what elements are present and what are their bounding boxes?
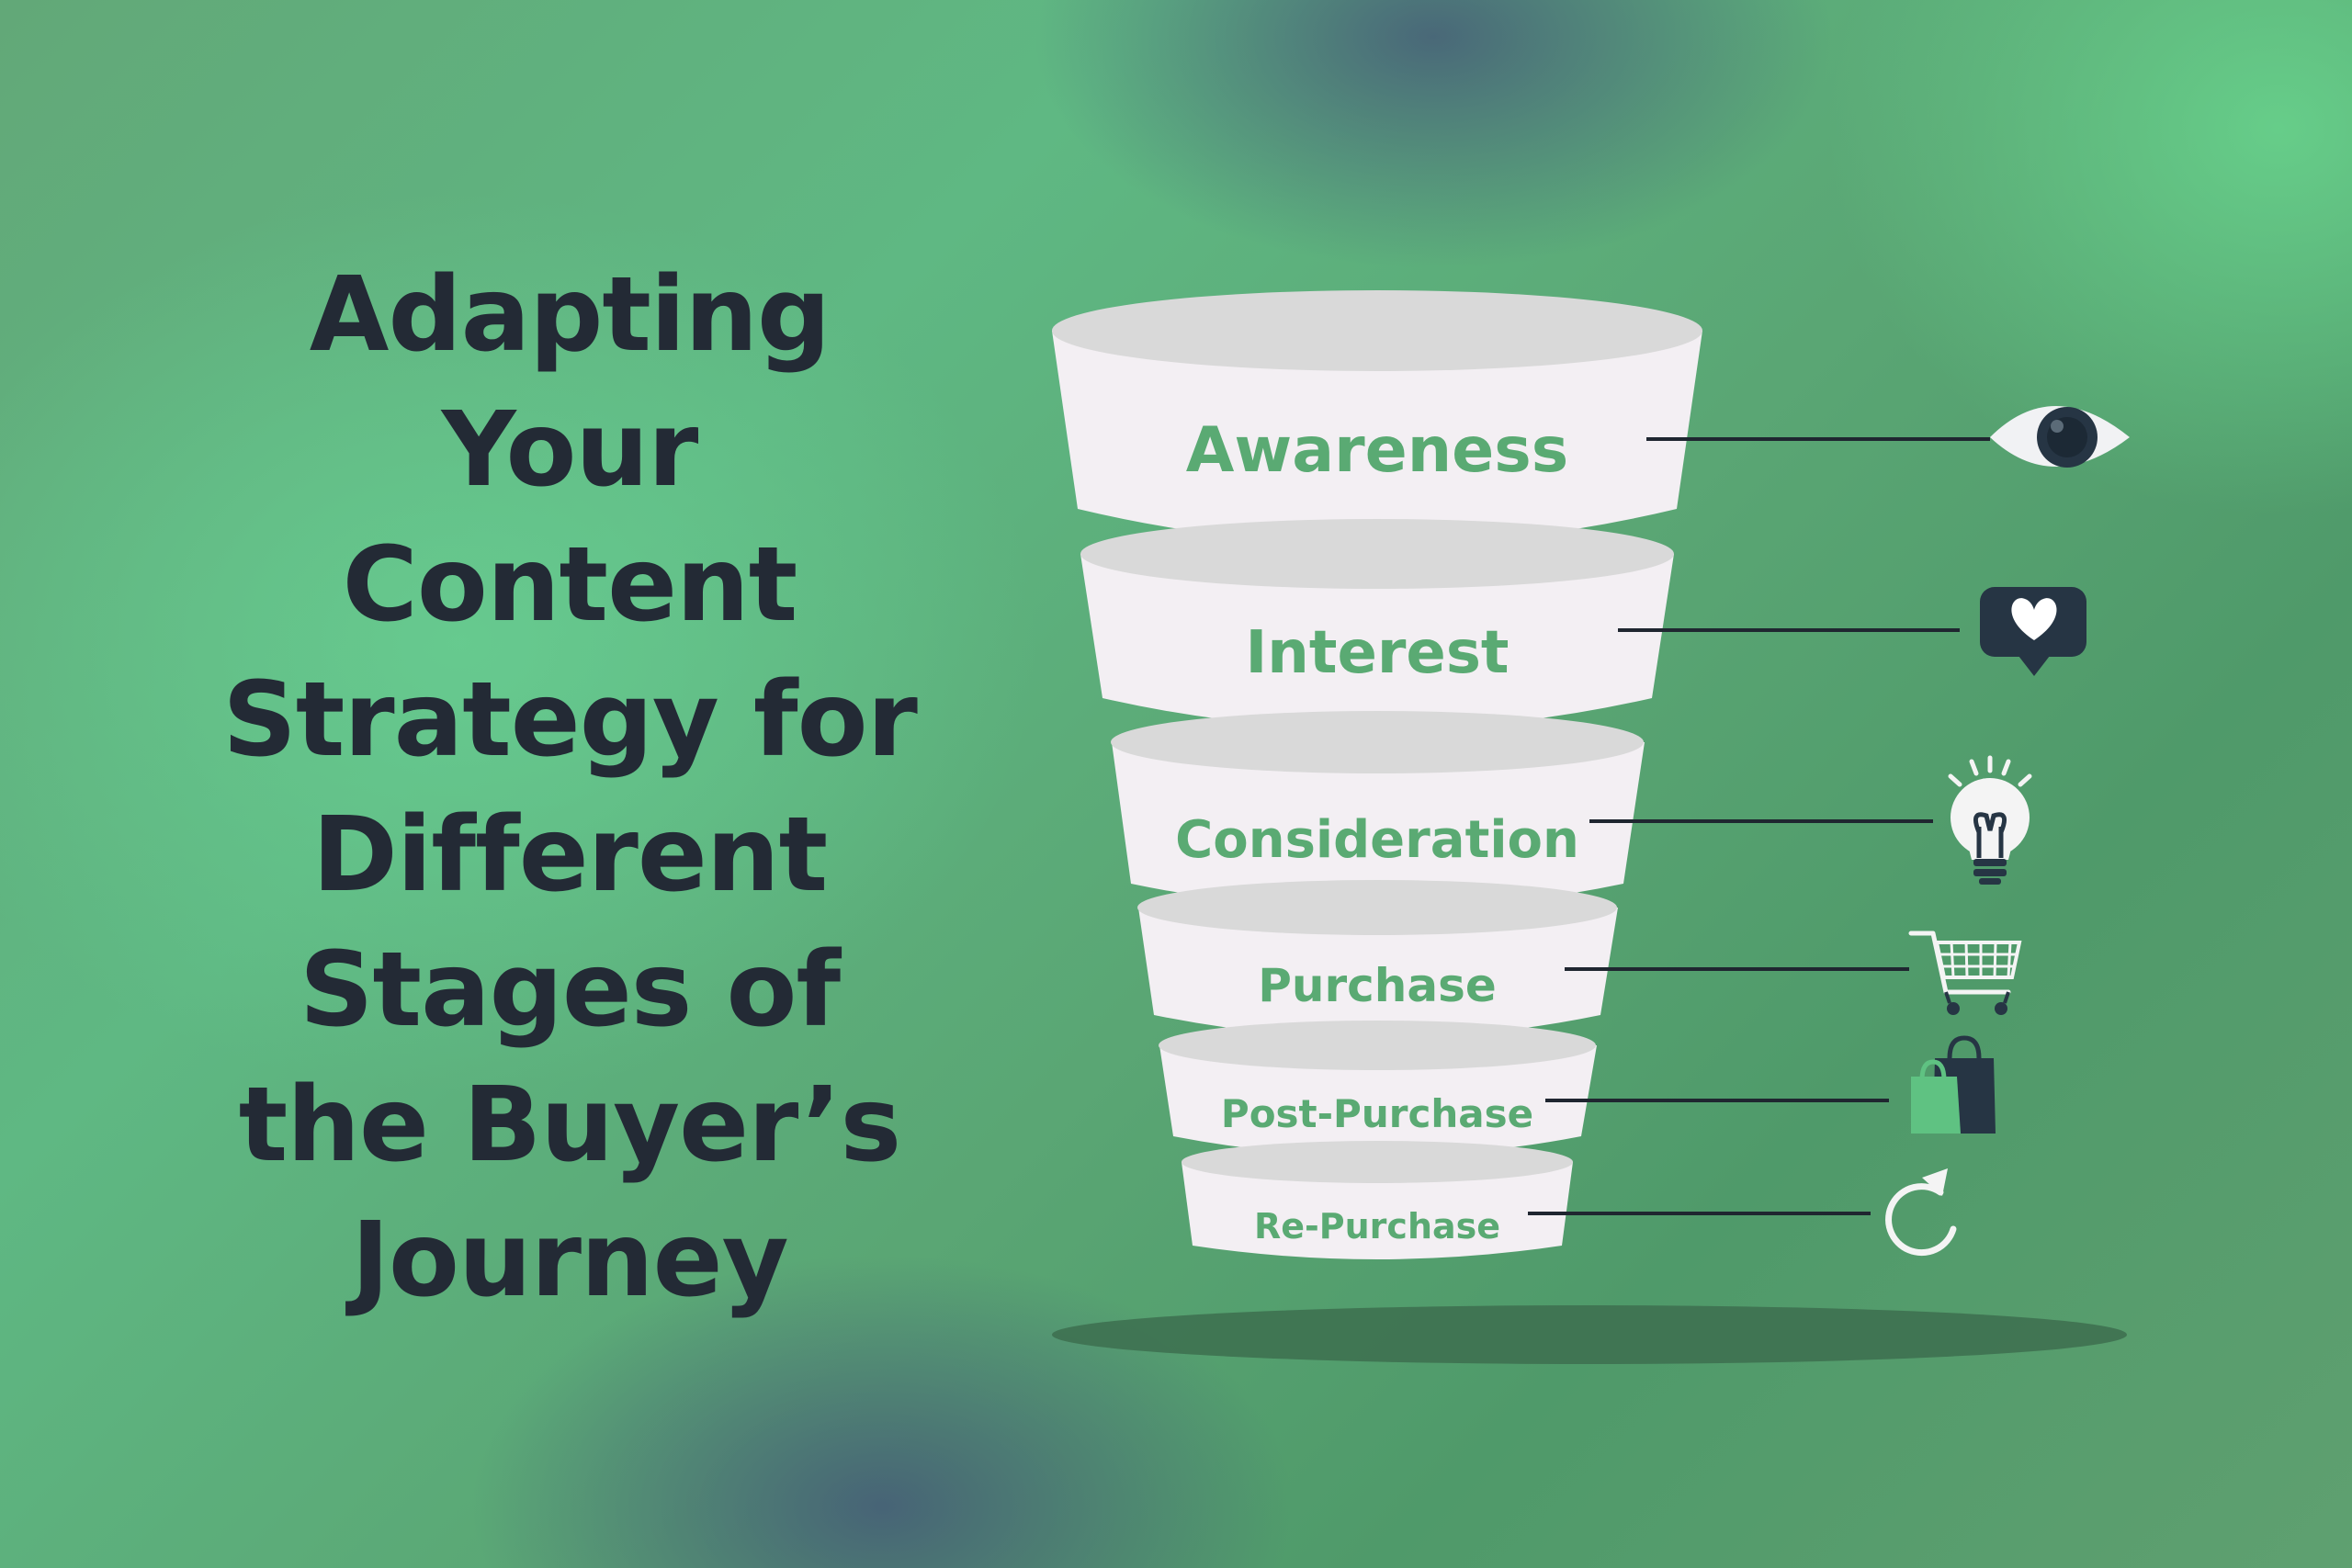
shopping-cart-icon <box>1908 931 2022 1015</box>
funnel-stage-consideration: Consideration <box>1111 711 1933 909</box>
shopping-bags-icon <box>1911 1035 1996 1134</box>
funnel-segment-body <box>1138 908 1618 1038</box>
funnel-segment-body <box>1052 331 1702 545</box>
stage-label-awareness: Awareness <box>1186 414 1568 487</box>
funnel-segment-top <box>1182 1141 1573 1183</box>
lightbulb-icon <box>1948 755 2032 885</box>
funnel-stage-awareness: Awareness <box>1052 290 1990 545</box>
funnel-stage-interest: Interest <box>1080 519 1960 729</box>
stage-label-interest: Interest <box>1245 619 1509 687</box>
eye-icon <box>1990 406 2130 468</box>
heart-speech-bubble-icon <box>1980 587 2086 676</box>
title-line: Adapting <box>309 255 831 375</box>
funnel-segment-body <box>1112 742 1645 909</box>
title-line: the Buyer’s <box>238 1066 901 1185</box>
stage-label-purchase: Purchase <box>1258 959 1497 1012</box>
title-line: Stages of <box>299 931 841 1050</box>
funnel-shadow <box>1052 1305 2127 1364</box>
title-line: Journey <box>351 1201 788 1320</box>
page-title: Adapting Your Content Strategy for Diffe… <box>147 248 992 1328</box>
funnel-segment-body <box>1159 1045 1597 1156</box>
funnel-segment-top <box>1137 880 1617 935</box>
funnel-segment-top <box>1052 290 1702 371</box>
funnel-stage-purchase: Purchase <box>1137 880 1909 1038</box>
funnel-segment-top <box>1111 711 1644 773</box>
stage-label-post-purchase: Post-Purchase <box>1221 1091 1533 1136</box>
funnel-stage-post-purchase: Post-Purchase <box>1159 1021 1889 1156</box>
funnel-segment-body <box>1182 1162 1573 1259</box>
stage-label-consideration: Consideration <box>1175 810 1579 870</box>
title-line: Content <box>342 525 798 645</box>
funnel-segment-body <box>1080 554 1674 729</box>
refresh-arrow-icon <box>1885 1168 1957 1257</box>
title-line: Strategy for <box>222 660 918 780</box>
funnel-segment-top <box>1080 519 1674 589</box>
stage-label-re-purchase: Re-Purchase <box>1254 1206 1500 1247</box>
title-line: Your <box>441 390 699 510</box>
funnel-stage-re-purchase: Re-Purchase <box>1182 1141 1871 1259</box>
funnel-segment-top <box>1159 1021 1596 1070</box>
title-line: Different <box>311 795 828 915</box>
